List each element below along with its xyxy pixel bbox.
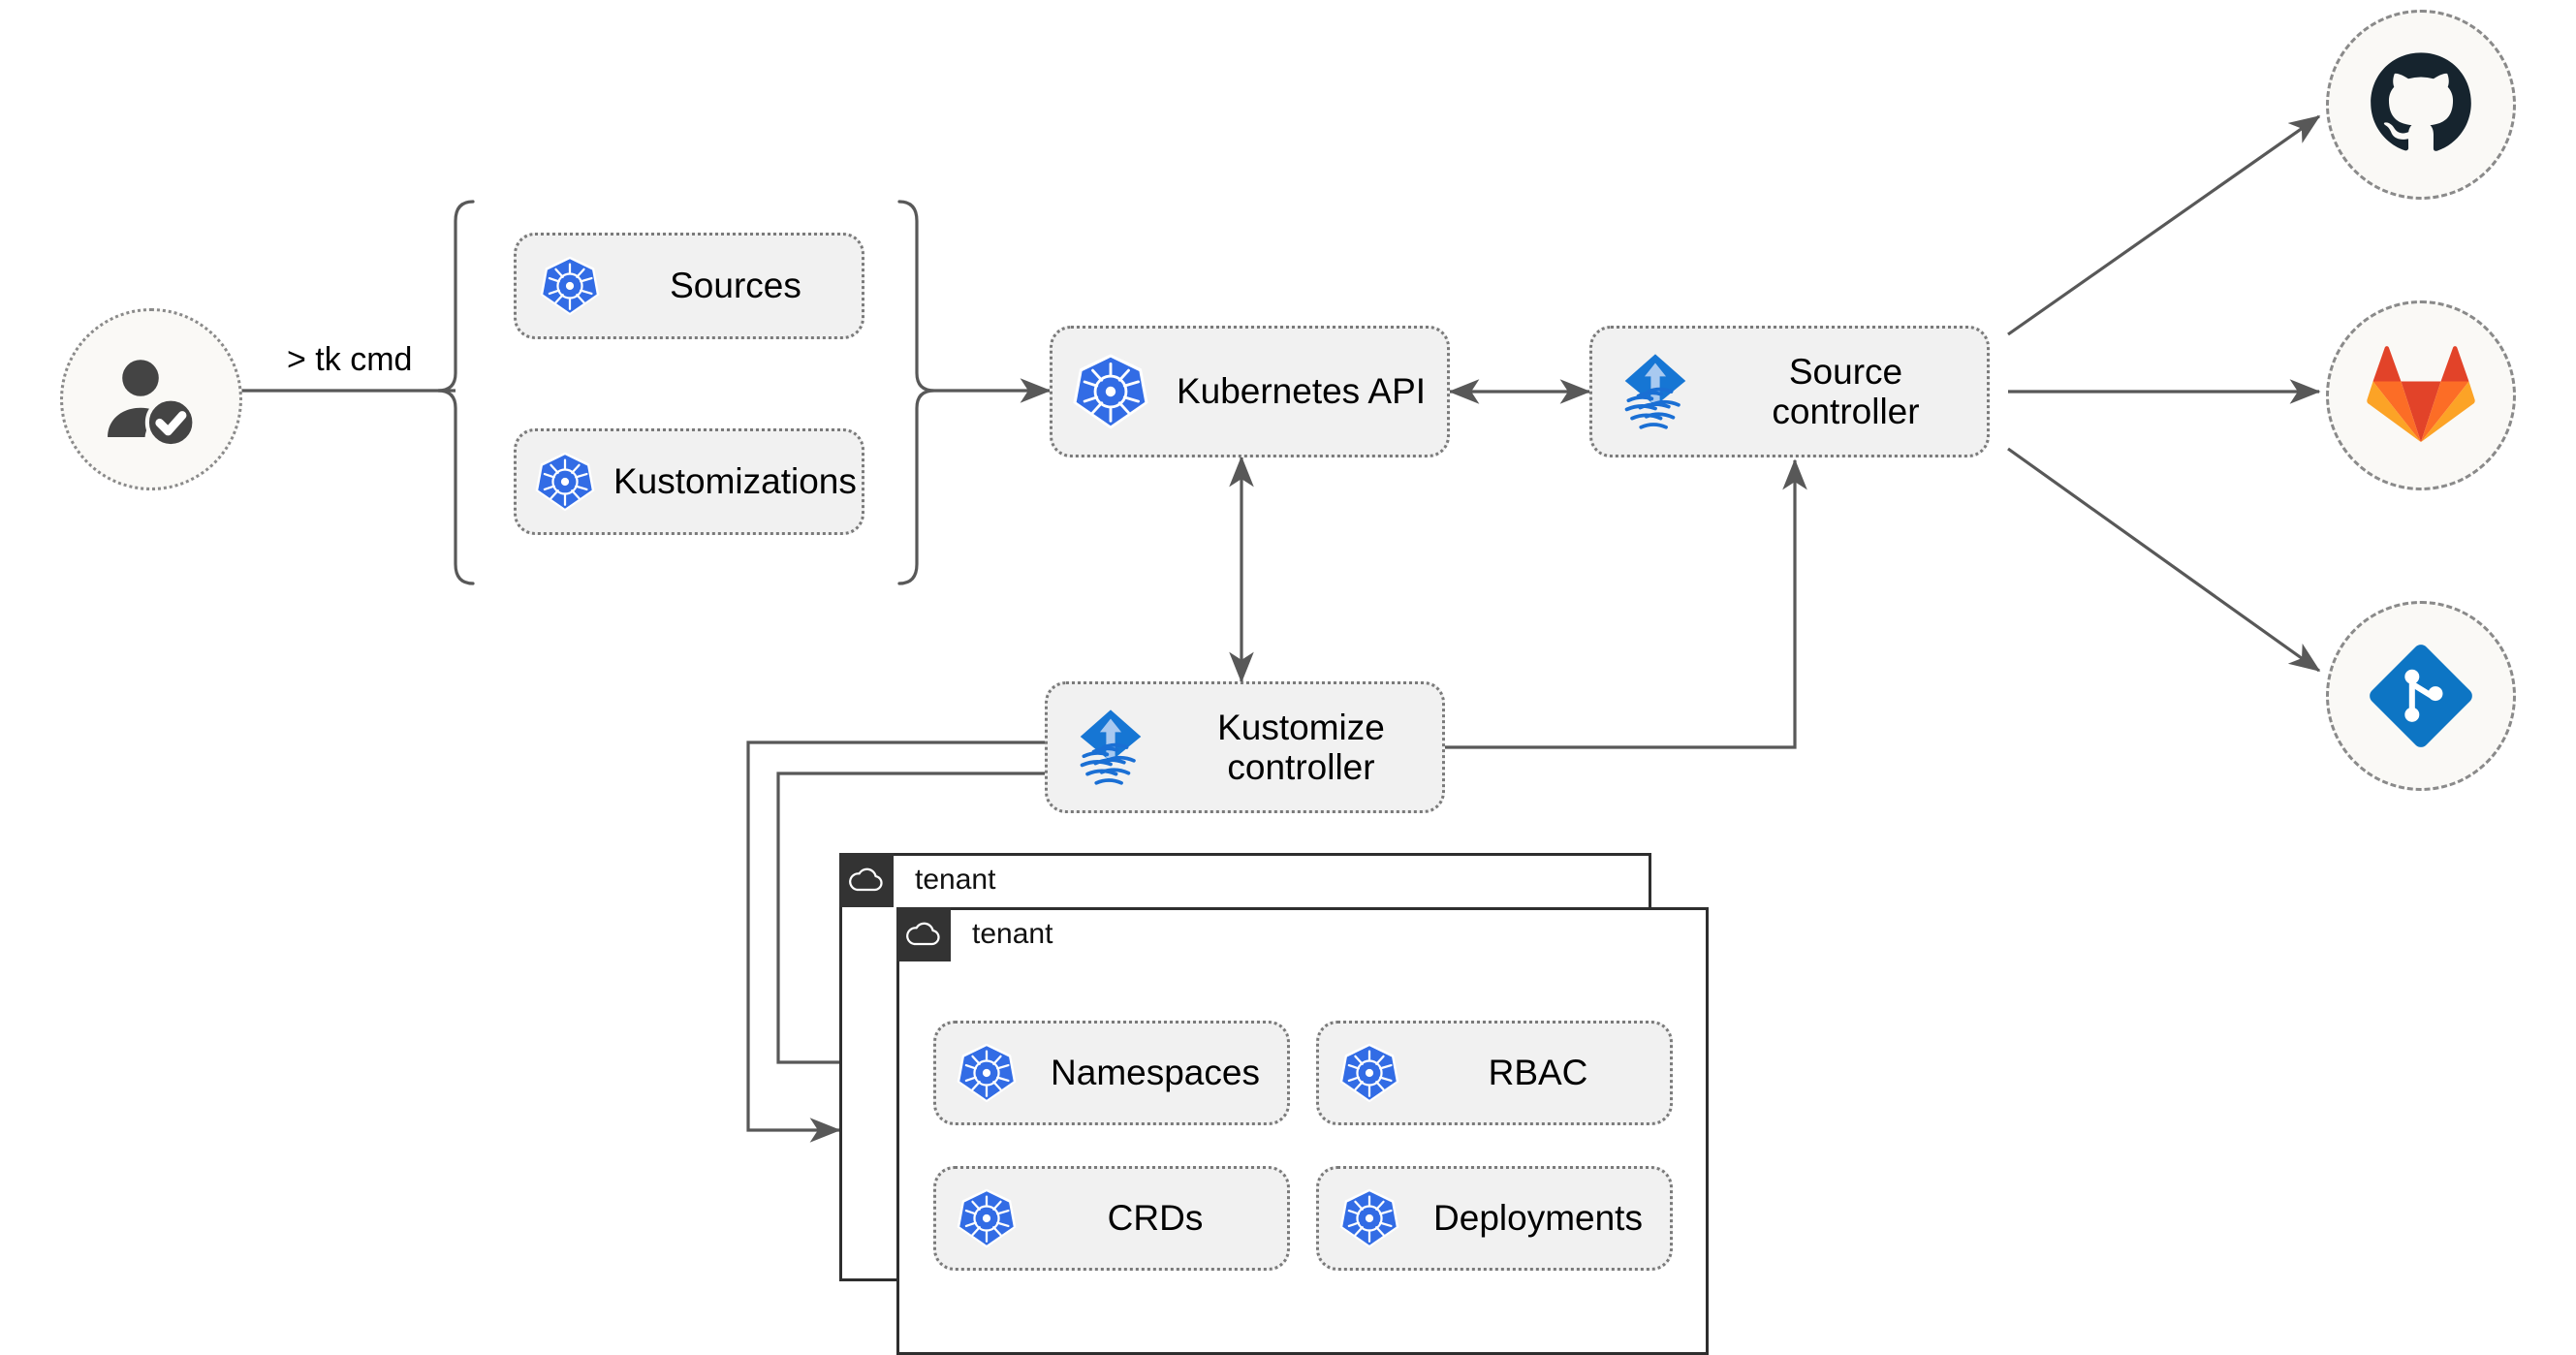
node-deployments[interactable]: Deployments <box>1316 1166 1673 1271</box>
flux-icon <box>1048 703 1174 792</box>
tenant-inner-label: tenant <box>972 918 1053 950</box>
node-crds-label: CRDs <box>1107 1198 1204 1239</box>
node-deployments-label: Deployments <box>1433 1198 1643 1239</box>
crd-brace-left <box>437 200 475 585</box>
node-kustomize-controller[interactable]: Kustomize controller <box>1045 681 1445 813</box>
node-crds[interactable]: CRDs <box>933 1166 1290 1271</box>
node-sources-label: Sources <box>670 266 801 306</box>
edge-kustomize-to-source <box>1442 458 1807 749</box>
node-source-controller[interactable]: Source controller <box>1589 326 1990 457</box>
kubernetes-icon <box>1319 1186 1420 1250</box>
edge-source-to-git <box>2007 447 2321 673</box>
node-namespaces-label: Namespaces <box>1051 1053 1260 1093</box>
kubernetes-icon <box>1319 1041 1420 1105</box>
user-check-icon <box>108 360 197 449</box>
flux-icon <box>1592 347 1718 436</box>
actor-circle[interactable] <box>60 308 242 490</box>
edge-source-to-github <box>2007 114 2321 336</box>
node-kubernetes-api[interactable]: Kubernetes API <box>1050 326 1450 457</box>
node-kustomizations[interactable]: Kustomizations <box>514 428 864 535</box>
kubernetes-icon <box>1052 351 1169 432</box>
kustomize-controller-line2: controller <box>1227 747 1375 787</box>
node-kubernetes-api-label: Kubernetes API <box>1176 371 1427 412</box>
git-azure-icon <box>2370 645 2472 747</box>
provider-git[interactable] <box>2326 601 2516 791</box>
kustomize-controller-line1: Kustomize <box>1217 707 1385 747</box>
cloud-icon <box>896 907 951 961</box>
node-kustomizations-label: Kustomizations <box>613 461 857 502</box>
node-rbac[interactable]: RBAC <box>1316 1021 1673 1125</box>
tenant-outer-label: tenant <box>915 864 996 896</box>
provider-github[interactable] <box>2326 10 2516 200</box>
source-controller-line1: Source <box>1788 351 1903 392</box>
crd-brace-right <box>897 200 935 585</box>
tenant-inner-header: tenant <box>896 907 1052 961</box>
cloud-icon <box>839 853 894 907</box>
node-sources[interactable]: Sources <box>514 233 864 339</box>
kubernetes-icon <box>936 1186 1037 1250</box>
kubernetes-icon <box>517 450 613 514</box>
node-kustomize-controller-label: Kustomize controller <box>1174 708 1442 788</box>
command-label: > tk cmd <box>287 341 413 378</box>
kubernetes-icon <box>936 1041 1037 1105</box>
tenant-outer-header: tenant <box>839 853 995 907</box>
tenant-inner[interactable]: tenant Namesp <box>896 907 1709 1355</box>
node-namespaces[interactable]: Namespaces <box>933 1021 1290 1125</box>
provider-gitlab[interactable] <box>2326 300 2516 490</box>
github-icon <box>2371 52 2471 151</box>
node-rbac-label: RBAC <box>1488 1053 1588 1093</box>
node-source-controller-label: Source controller <box>1718 352 1987 432</box>
gitlab-icon <box>2367 346 2475 443</box>
source-controller-line2: controller <box>1772 392 1920 431</box>
kubernetes-icon <box>517 254 623 318</box>
